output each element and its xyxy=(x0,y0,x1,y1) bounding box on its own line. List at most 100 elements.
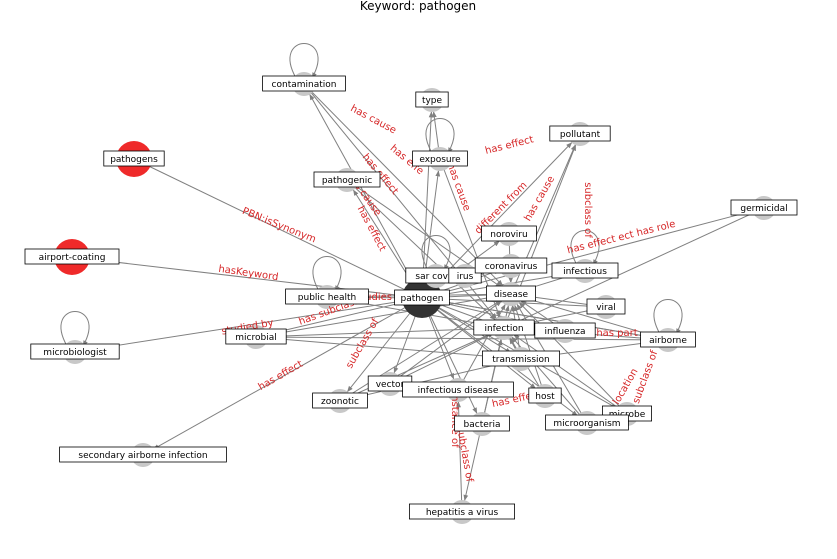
node-labels-layer: pathogen contamination type pollutant pathog… xyxy=(24,75,798,520)
graph-edge xyxy=(255,336,657,343)
node-label-text: coronavirus xyxy=(485,262,538,272)
node-label-text: contamination xyxy=(272,80,337,90)
node-label-disease[interactable]: disease xyxy=(485,285,536,302)
graph-edge xyxy=(255,326,493,338)
node-label-text: microorganism xyxy=(553,419,620,429)
graph-edge xyxy=(255,336,510,360)
node-label-exposure[interactable]: exposure xyxy=(412,150,468,167)
node-label-text: bacteria xyxy=(464,420,501,430)
node-label-text: infectious xyxy=(563,267,607,277)
graph-edge xyxy=(152,297,423,450)
graph-edge xyxy=(513,334,628,415)
node-label-text: hepatitis a virus xyxy=(426,508,499,518)
node-label-bacteria[interactable]: bacteria xyxy=(454,415,510,432)
node-label-microorganism[interactable]: microorganism xyxy=(545,414,629,431)
node-label-secondary[interactable]: secondary airborne infection xyxy=(59,446,227,463)
graph-edge xyxy=(389,300,502,385)
node-label-text: public health xyxy=(298,293,356,303)
node-label-text: exposure xyxy=(419,155,461,165)
node-label-text: infection xyxy=(484,324,523,334)
node-label-germicidal[interactable]: germicidal xyxy=(730,199,798,216)
node-label-text: microbial xyxy=(235,333,276,343)
node-label-infectious[interactable]: infectious xyxy=(551,262,619,279)
graph-edge xyxy=(421,210,753,299)
node-label-host[interactable]: host xyxy=(528,387,562,404)
node-label-infection[interactable]: infection xyxy=(473,319,535,336)
self-loop-edge xyxy=(425,118,455,154)
edge-label: has cause xyxy=(445,162,473,213)
node-label-text: irus xyxy=(457,272,474,282)
node-label-viral[interactable]: viral xyxy=(586,298,626,315)
edge-label: PBN:isSynonym xyxy=(241,206,318,246)
node-label-zoonotic[interactable]: zoonotic xyxy=(312,392,368,409)
graph-edge xyxy=(463,423,483,501)
self-loop-edge xyxy=(421,235,451,271)
node-label-airport-coating[interactable]: airport-coating xyxy=(24,248,120,265)
graph-edge xyxy=(309,93,423,299)
edge-label: has cause xyxy=(348,103,397,136)
edge-label: studies xyxy=(356,292,392,303)
self-loop-edge xyxy=(653,299,683,335)
node-label-influenza[interactable]: influenza xyxy=(534,322,596,339)
node-label-text: pathogen xyxy=(401,294,444,304)
graph-edge xyxy=(346,179,496,321)
node-label-text: influenza xyxy=(544,327,585,337)
node-label-text: pathogens xyxy=(110,155,158,165)
node-label-airborne[interactable]: airborne xyxy=(640,331,696,348)
graph-edge xyxy=(133,158,412,294)
node-label-hepatitis[interactable]: hepatitis a virus xyxy=(408,503,515,520)
graph-edge xyxy=(389,332,494,385)
node-label-pathogens[interactable]: pathogens xyxy=(103,150,165,167)
node-label-text: host xyxy=(535,392,555,402)
self-loop-edge xyxy=(60,311,90,347)
self-loop-edge xyxy=(289,43,319,79)
graph-edge xyxy=(255,294,500,338)
node-label-text: microbiologist xyxy=(43,348,107,358)
node-label-text: disease xyxy=(494,290,529,300)
graph-edge xyxy=(303,83,503,286)
node-label-infectiousdisease[interactable]: infectious disease xyxy=(402,381,514,398)
node-label-pollutant[interactable]: pollutant xyxy=(549,125,611,142)
node-label-microbial[interactable]: microbial xyxy=(225,328,287,345)
edge-label: subclass of xyxy=(344,317,382,371)
node-label-text: noroviru xyxy=(490,230,527,240)
node-label-transmission[interactable]: transmission xyxy=(481,350,560,367)
edge-label: subclass of xyxy=(454,426,475,483)
node-label-text: vector xyxy=(376,380,405,390)
graph-edge xyxy=(339,360,510,402)
edge-label: subclass of xyxy=(582,182,593,238)
graph-edge xyxy=(421,297,537,389)
graph-edge xyxy=(74,298,411,353)
node-label-coronavirus[interactable]: coronavirus xyxy=(474,257,548,274)
node-label-text: germicidal xyxy=(740,204,787,214)
node-label-text: zoonotic xyxy=(321,397,359,407)
node-label-pathogen[interactable]: pathogen xyxy=(394,289,450,306)
node-label-text: transmission xyxy=(492,355,550,365)
node-label-text: pathogenic xyxy=(322,176,372,186)
edge-label: has part xyxy=(596,328,637,339)
graph-edge xyxy=(421,111,434,299)
node-label-contamination[interactable]: contamination xyxy=(262,75,346,92)
graph-edge xyxy=(339,332,494,402)
node-label-publichealth[interactable]: public health xyxy=(285,288,369,305)
node-label-norovirus[interactable]: noroviru xyxy=(481,225,537,242)
graph-edge xyxy=(433,298,669,341)
node-label-text: sar cov 2 xyxy=(415,272,456,282)
node-label-pathogenic[interactable]: pathogenic xyxy=(313,171,381,188)
node-label-text: secondary airborne infection xyxy=(78,451,207,461)
node-label-text: infectious disease xyxy=(418,386,499,396)
node-label-text: airborne xyxy=(649,336,687,346)
node-label-virus[interactable]: irus xyxy=(448,267,482,284)
edge-label: has effect xyxy=(257,359,305,393)
node-label-text: airport-coating xyxy=(39,253,106,263)
node-label-microbiologist[interactable]: microbiologist xyxy=(30,343,120,360)
edge-label: has effect xyxy=(484,134,535,157)
node-label-type[interactable]: type xyxy=(415,91,449,108)
node-label-text: pollutant xyxy=(560,130,601,140)
self-loops-layer xyxy=(60,43,683,347)
edge-label: hasKeyword xyxy=(218,264,279,283)
self-loop-edge xyxy=(312,256,342,292)
self-loop-edge xyxy=(570,230,600,266)
graph-edge xyxy=(514,207,765,324)
